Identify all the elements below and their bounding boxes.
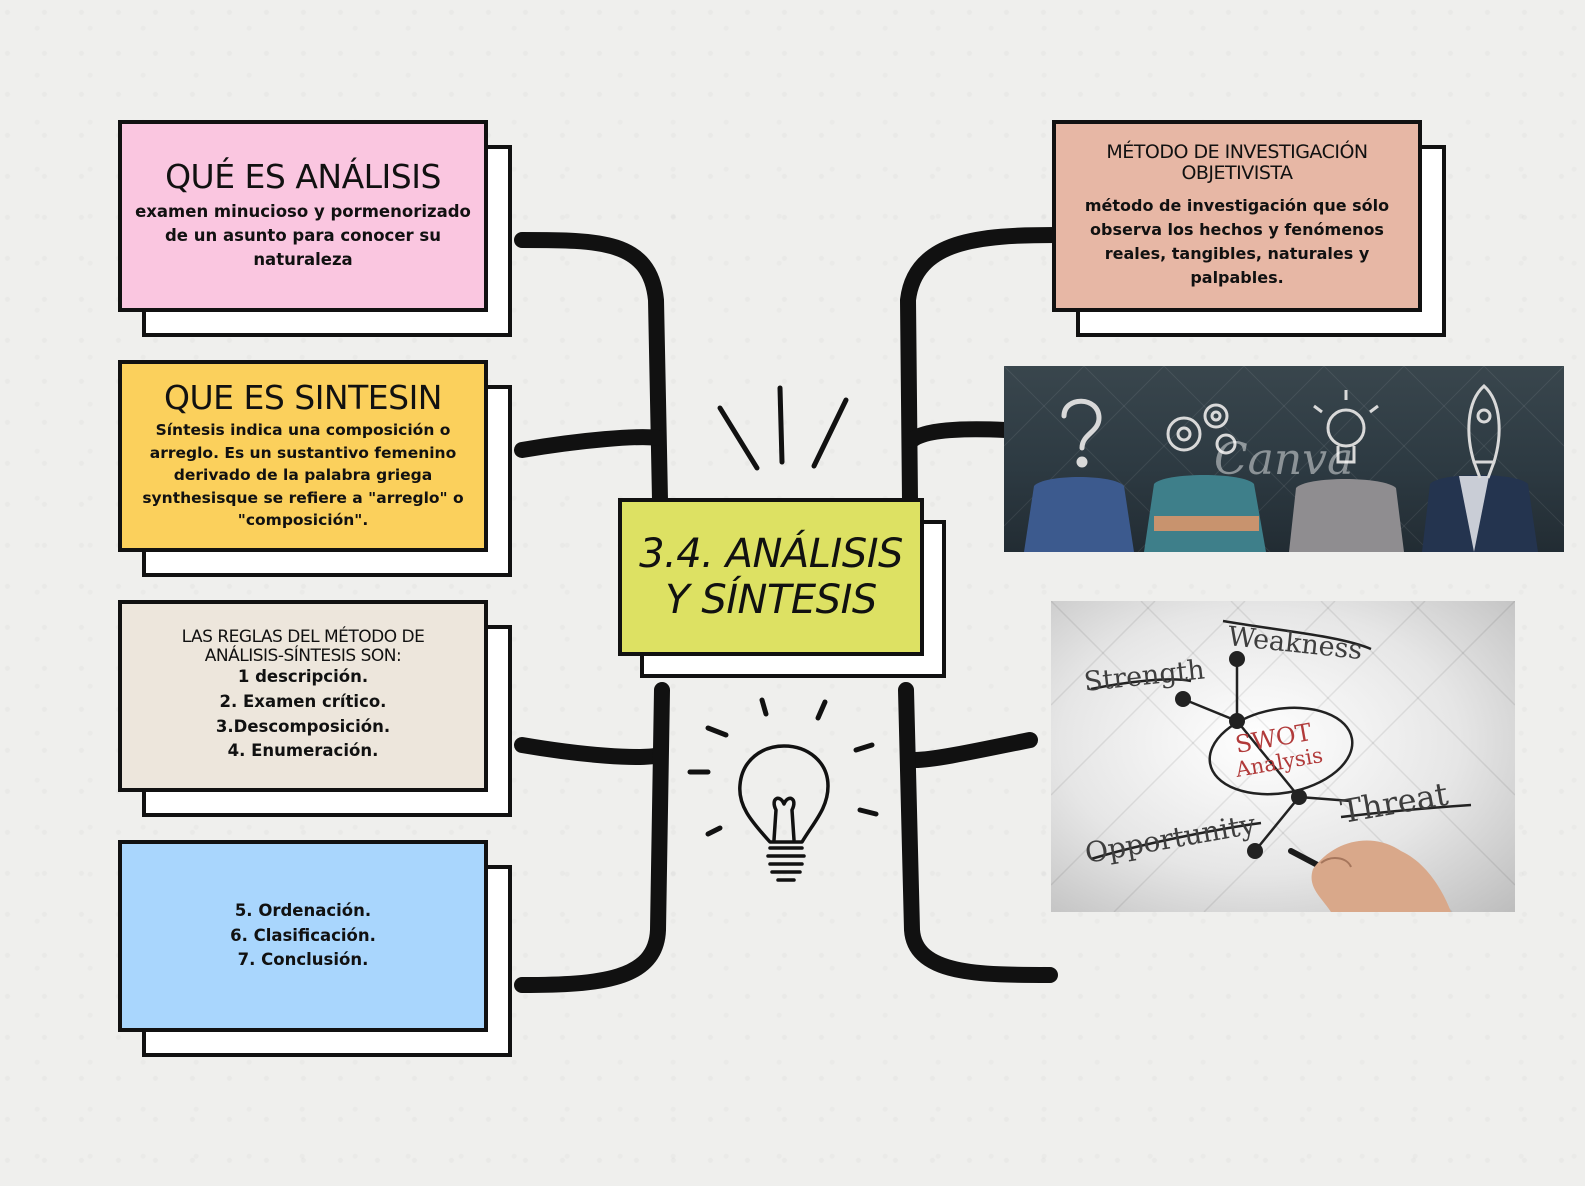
central-topic-face: 3.4. ANÁLISIS Y SÍNTESIS [618, 498, 924, 656]
watermark: Canva [1214, 434, 1353, 485]
gears-icon [1166, 403, 1237, 455]
hand-with-pen-icon [1288, 840, 1451, 912]
rays-icon [717, 385, 849, 471]
card-body: Síntesis indica una composición o arregl… [142, 421, 464, 530]
rule-item: 7. Conclusión. [237, 950, 369, 970]
rocket-icon [1467, 383, 1501, 479]
central-title-line2: Y SÍNTESIS [665, 577, 877, 623]
card-title: QUE ES SINTESIN [164, 377, 443, 417]
swot-illustration: Weakness Strength SWOT Analysis Threat O… [1051, 601, 1515, 912]
photo-people-ideas: Canva [1004, 366, 1564, 552]
card-title: MÉTODO DE INVESTIGACIÓN OBJETIVISTA [1106, 141, 1368, 184]
rule-item: 6. Clasificación. [230, 925, 376, 945]
card-title: QUÉ ES ANÁLISIS [165, 156, 441, 196]
central-title-line1: 3.4. ANÁLISIS [639, 531, 903, 577]
photo-illustration: Canva [1004, 366, 1564, 552]
lightbulb-icon [687, 697, 879, 882]
card-body: examen minucioso y pormenorizado de un a… [135, 202, 471, 270]
rule-item: 3.Descomposición. [215, 716, 391, 736]
card-face: QUÉ ES ANÁLISIS examen minucioso y porme… [118, 120, 488, 312]
card-face: MÉTODO DE INVESTIGACIÓN OBJETIVISTA méto… [1052, 120, 1422, 312]
card-face: QUE ES SINTESIN Síntesis indica una comp… [118, 360, 488, 552]
photo-swot-analysis: Weakness Strength SWOT Analysis Threat O… [1051, 601, 1515, 912]
card-face: LAS REGLAS DEL MÉTODO DE ANÁLISIS-SÍNTES… [118, 600, 488, 792]
rule-item: 5. Ordenación. [234, 900, 372, 920]
rule-item: 2. Examen crítico. [219, 691, 387, 711]
card-title: LAS REGLAS DEL MÉTODO DE ANÁLISIS-SÍNTES… [181, 626, 425, 666]
card-body: método de investigación que sólo observa… [1084, 195, 1390, 287]
rule-item: 1 descripción. [237, 667, 369, 687]
swot-word-opportunity: Opportunity [1082, 807, 1258, 869]
swot-word-threat: Threat [1338, 775, 1451, 831]
card-face: 5. Ordenación. 6. Clasificación. 7. Conc… [118, 840, 488, 1032]
rule-item: 4. Enumeración. [227, 741, 379, 761]
swot-word-strength: Strength [1082, 654, 1206, 697]
lightbulb-icon [1313, 390, 1379, 464]
question-mark-icon [1061, 398, 1102, 468]
swot-word-weakness: Weakness [1226, 621, 1364, 666]
